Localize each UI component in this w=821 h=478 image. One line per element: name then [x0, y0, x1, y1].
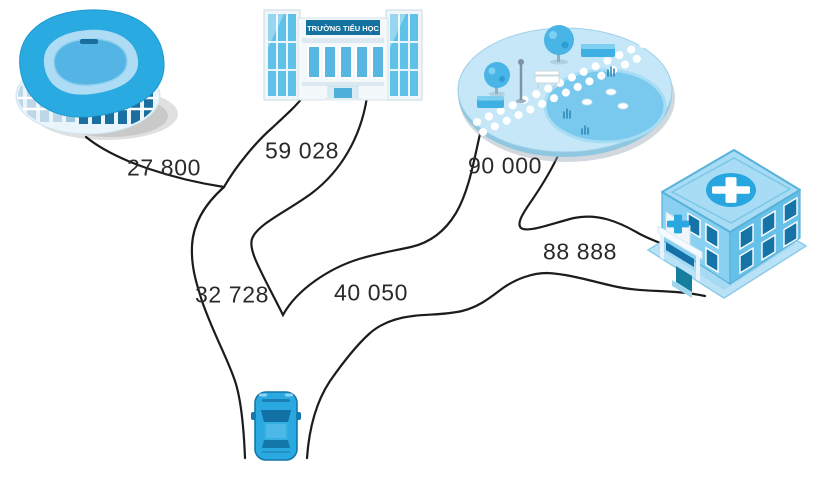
distance-label-park: 90 000: [468, 152, 542, 179]
park-ducks: [581, 88, 629, 110]
school-steps: [324, 98, 362, 101]
park-bench: [534, 70, 560, 88]
school-sign-band: [306, 20, 380, 35]
stadium-screen: [80, 39, 98, 44]
road-car-to-hospital: [305, 271, 707, 460]
car-headlight-right: [285, 393, 293, 397]
hospital-canopy-pillar-right: [696, 254, 700, 282]
school-cornice: [302, 38, 384, 43]
car-trunk-line: [262, 451, 290, 453]
school-right-tower: [385, 9, 423, 101]
stadium-field: [53, 38, 128, 86]
park-reeds: [563, 66, 615, 135]
hospital-canopy-pillar-left: [660, 233, 664, 260]
park-dotted-path: [473, 40, 651, 136]
car-headlight-left: [259, 393, 267, 397]
car-hood-stripe: [262, 399, 290, 402]
school-windows: [307, 45, 385, 79]
school-door: [334, 88, 352, 100]
distance-label-stadium: 27 800: [127, 154, 201, 181]
hospital-roof-cross-icon: [706, 173, 756, 207]
park-lamp-post: [516, 59, 526, 103]
hospital-roof-inner-line: [670, 157, 792, 224]
road-school-branch: [222, 95, 305, 189]
hospital-door: [676, 266, 692, 292]
park-hedges: [477, 44, 615, 108]
car-rear-window: [262, 440, 290, 448]
road-park-to-hospital: [518, 147, 664, 246]
car-illustration: [251, 391, 301, 461]
park-tree-top: [544, 25, 574, 65]
distance-label-school: 59 028: [265, 137, 339, 164]
distance-label-hospital: 88 888: [543, 238, 617, 265]
school-left-tower: [263, 9, 301, 101]
car-windshield: [261, 410, 291, 422]
distance-label-car-left: 32 728: [195, 281, 269, 308]
hospital-canopy: [657, 225, 703, 260]
hospital-left-windows: [687, 212, 719, 274]
distance-label-middle: 40 050: [334, 279, 408, 306]
primary-school-illustration: TRƯỜNG TIỂU HỌC: [263, 9, 423, 101]
park-tree-left: [484, 62, 510, 97]
road-school-to-park: [250, 95, 486, 318]
hospital-sign-band: [666, 242, 694, 267]
hospital-illustration: [646, 149, 808, 299]
park-illustration: [457, 25, 675, 162]
hospital-steps: [672, 280, 692, 298]
car-roof-highlight: [266, 424, 286, 438]
hospital-right-windows: [739, 196, 798, 275]
hospital-entrance: [657, 211, 703, 298]
school-sign-text: TRƯỜNG TIỂU HỌC: [307, 24, 379, 33]
hospital-entrance-cross-icon: [667, 214, 689, 234]
stadium-illustration: [15, 9, 178, 140]
road-car-left: [190, 185, 247, 460]
school-lower-band: [302, 82, 384, 86]
road-stadium-branch: [84, 135, 226, 189]
roads-group: [84, 95, 707, 460]
